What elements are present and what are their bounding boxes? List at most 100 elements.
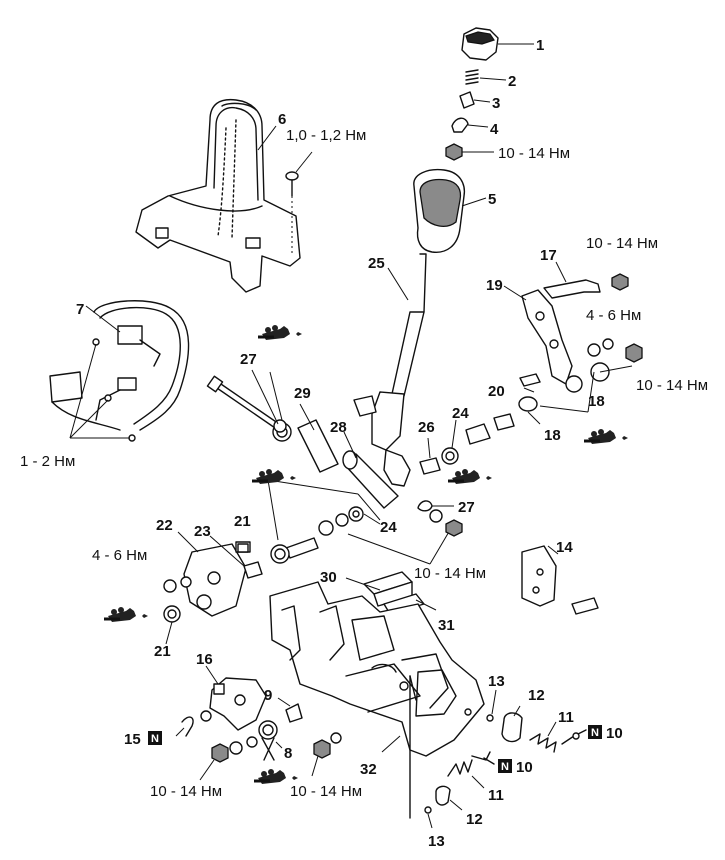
part-10-plug-lower bbox=[471, 751, 495, 765]
callout-5: 5 bbox=[488, 191, 496, 208]
torque-harness: 1 - 2 Нм bbox=[20, 453, 75, 470]
part-8-spring bbox=[258, 720, 283, 761]
callout-13-upper: 13 bbox=[488, 673, 505, 690]
callout-21-left: 21 bbox=[154, 643, 171, 660]
torque-lever-nut-b: 10 - 14 Нм bbox=[636, 377, 708, 394]
callout-23: 23 bbox=[194, 523, 211, 540]
part-10-plug-upper bbox=[561, 729, 587, 745]
torque-pivot: 10 - 14 Нм bbox=[414, 565, 486, 582]
part-19-detent-plate bbox=[503, 285, 573, 385]
svg-text:N: N bbox=[591, 727, 599, 739]
callout-8: 8 bbox=[284, 745, 292, 762]
callout-24-top: 24 bbox=[452, 405, 469, 422]
part-27-clip-top bbox=[251, 369, 287, 433]
callout-30: 30 bbox=[320, 569, 337, 586]
part-16-cam bbox=[205, 665, 267, 731]
n-mark-mid: N bbox=[498, 759, 512, 773]
part-3-push-button bbox=[459, 91, 491, 109]
callout-28: 28 bbox=[330, 419, 347, 436]
callout-29: 29 bbox=[294, 385, 311, 402]
callout-32: 32 bbox=[360, 761, 377, 778]
part-30-guide bbox=[345, 571, 413, 607]
part-28-shaft bbox=[342, 431, 399, 509]
part-29-sleeve bbox=[297, 403, 339, 473]
callout-17: 17 bbox=[540, 247, 557, 264]
part-12-cap-upper bbox=[501, 705, 523, 743]
callout-22: 22 bbox=[156, 517, 173, 534]
part-5-shift-knob bbox=[413, 168, 487, 253]
part-17-lever-rod bbox=[543, 261, 601, 299]
part-26-bushing bbox=[419, 437, 441, 475]
boot-screw bbox=[285, 151, 313, 254]
callout-19: 19 bbox=[486, 277, 503, 294]
grease-gun-icon bbox=[582, 427, 630, 446]
callout-15: 15 bbox=[124, 731, 141, 748]
part-15-pin bbox=[175, 710, 212, 737]
part-1-knob-cap bbox=[461, 27, 534, 61]
callout-21-mid: 21 bbox=[234, 513, 251, 530]
callout-6: 6 bbox=[278, 111, 286, 128]
callout-11-upper: 11 bbox=[558, 709, 574, 726]
callout-10-right: 10 bbox=[606, 725, 623, 742]
torque-left-nut: 4 - 6 Нм bbox=[92, 547, 147, 564]
n-mark-right: N bbox=[588, 725, 602, 739]
callout-24-lower: 24 bbox=[380, 519, 397, 536]
part-13-ball-lower bbox=[424, 806, 433, 829]
torque-boot-screw: 1,0 - 1,2 Нм bbox=[286, 127, 366, 144]
part-32-base bbox=[269, 581, 485, 819]
callout-7: 7 bbox=[76, 301, 84, 318]
bottom-center-nuts bbox=[311, 732, 342, 777]
part-13-ball-upper bbox=[486, 689, 497, 722]
part-11-spring-upper bbox=[529, 721, 557, 753]
grease-gun-icon bbox=[250, 467, 298, 486]
torque-bottom-a: 10 - 14 Нм bbox=[150, 783, 222, 800]
washer-row bbox=[270, 506, 463, 564]
part-27-clip bbox=[417, 500, 454, 512]
part-23-bushing bbox=[209, 535, 263, 579]
callout-26: 26 bbox=[418, 419, 435, 436]
part-25-shift-lever bbox=[353, 253, 427, 487]
torque-bracket-bolt: 10 - 14 Нм bbox=[586, 235, 658, 252]
part-20-bolt bbox=[519, 373, 541, 393]
callout-27-top: 27 bbox=[240, 351, 257, 368]
callout-25: 25 bbox=[368, 255, 385, 272]
part-14-bracket bbox=[521, 545, 599, 615]
callout-3: 3 bbox=[492, 95, 500, 112]
callout-18-bottom: 18 bbox=[544, 427, 561, 444]
part-6-shift-boot bbox=[135, 98, 301, 293]
callout-10-mid: 10 bbox=[516, 759, 533, 776]
callout-11-lower: 11 bbox=[488, 787, 504, 804]
callout-2: 2 bbox=[508, 73, 516, 90]
callout-1: 1 bbox=[536, 37, 544, 54]
collar-bolts bbox=[465, 371, 595, 445]
callout-27-right: 27 bbox=[458, 499, 475, 516]
bottom-left-nuts bbox=[199, 736, 258, 781]
part-11-spring-lower bbox=[447, 759, 485, 789]
grease-gun-icon bbox=[102, 605, 150, 624]
torque-bottom-b: 10 - 14 Нм bbox=[290, 783, 362, 800]
callout-12-lower: 12 bbox=[466, 811, 483, 828]
part-21-washer-left bbox=[163, 605, 181, 645]
part-24-washer bbox=[441, 419, 459, 465]
bracket-bolts bbox=[163, 543, 249, 593]
svg-text:N: N bbox=[501, 761, 509, 773]
grease-gun-icon bbox=[256, 323, 304, 342]
callout-20: 20 bbox=[488, 383, 505, 400]
part-4-clip bbox=[451, 117, 489, 133]
callout-16: 16 bbox=[196, 651, 213, 668]
assembly-leaders bbox=[267, 479, 451, 565]
callout-18-top: 18 bbox=[588, 393, 605, 410]
svg-text:N: N bbox=[151, 733, 159, 745]
grease-gun-icon bbox=[252, 767, 300, 786]
knob-nut bbox=[445, 143, 494, 161]
n-mark-left: N bbox=[148, 731, 162, 745]
callout-4: 4 bbox=[490, 121, 499, 138]
torque-lever-nut-a: 4 - 6 Нм bbox=[586, 307, 641, 324]
part-9-bushing bbox=[277, 697, 303, 723]
grease-gun-icon bbox=[446, 467, 494, 486]
callout-14: 14 bbox=[556, 539, 573, 556]
callout-13-lower: 13 bbox=[428, 833, 445, 850]
part-2-spring bbox=[465, 69, 507, 85]
callout-12-upper: 12 bbox=[528, 687, 545, 704]
